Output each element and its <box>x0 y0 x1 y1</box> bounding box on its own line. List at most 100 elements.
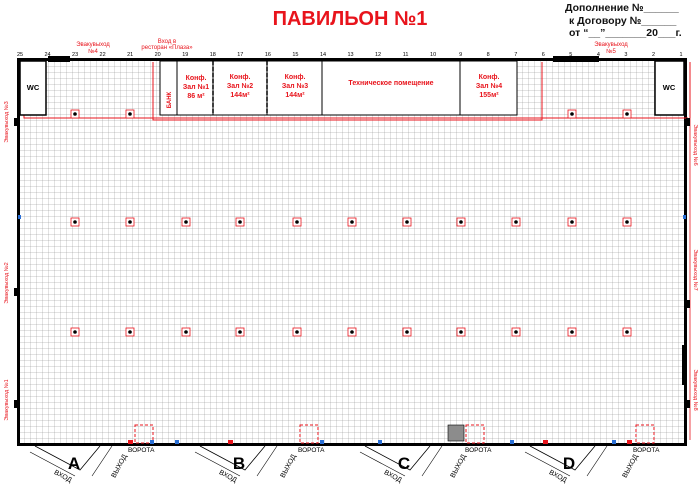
hall-dividers <box>212 61 268 115</box>
emergency-exit-2-label: Эвакувыход №2 <box>4 262 10 303</box>
emergency-exit-7-label: Эвакувыход №7 <box>692 249 698 290</box>
column-number: 5 <box>569 52 572 58</box>
emergency-exit-3-label: Эвакувыход №3 <box>4 101 10 142</box>
pillar-core <box>570 220 574 224</box>
contract-date: от “__”_______20___г. <box>569 27 682 39</box>
entrance-d-gate: ВОРОТА <box>633 447 660 454</box>
column-number: 7 <box>514 52 517 58</box>
column-number: 2 <box>652 52 655 58</box>
emergency-exit-1-label: Эвакувыход №1 <box>4 379 10 420</box>
entrance-b-exit: ВЫХОД <box>280 453 298 479</box>
hall-2-line2: Зал №2 <box>227 82 253 90</box>
pillar-core <box>184 220 188 224</box>
technical-room-label: Техническое помещение <box>348 80 433 87</box>
hall-2-area: 144м² <box>230 92 250 99</box>
hall-1-line1: Конф. <box>186 75 207 82</box>
contract-number: к Договору №______ <box>569 14 677 27</box>
column-number: 18 <box>210 52 216 58</box>
page-title: ПАВИЛЬОН №1 <box>272 8 428 30</box>
column-number: 10 <box>430 52 436 58</box>
column-number: 6 <box>542 52 545 58</box>
column-number: 21 <box>127 52 133 58</box>
pillar-core <box>128 220 132 224</box>
entrance-a-gate: ВОРОТА <box>128 447 155 454</box>
pillar-core <box>184 330 188 334</box>
column-number: 24 <box>44 52 50 58</box>
emergency-exit-4-label: Эвакувыход <box>76 42 110 48</box>
pillar-core <box>514 330 518 334</box>
entrance-b-gate: ВОРОТА <box>298 447 325 454</box>
emergency-exit-6-label: Эвакувыход №6 <box>692 124 698 165</box>
column-number: 22 <box>100 52 106 58</box>
pillars <box>70 109 632 337</box>
conference-hall-1 <box>176 60 214 116</box>
column-number: 1 <box>679 52 682 58</box>
emergency-exit-4-number: №4 <box>88 48 98 55</box>
wc-left-room <box>19 60 47 116</box>
pillar-core <box>73 330 77 334</box>
emergency-exit-5-label: Эвакувыход <box>594 42 628 48</box>
addendum-number: Дополнение №______ <box>565 2 679 14</box>
emergency-exit-8-label: Эвакувыход №8 <box>692 369 698 410</box>
bank-label: БАНК <box>167 91 173 108</box>
entrance-a <box>29 424 154 477</box>
wall-markers <box>18 215 686 444</box>
wc-right-label: WC <box>663 83 676 92</box>
entrance-c-gate: ВОРОТА <box>465 447 492 454</box>
column-number: 14 <box>320 52 326 58</box>
entrance-b <box>194 424 319 477</box>
entrance-a-exit: ВЫХОД <box>111 453 129 479</box>
hall-3-area: 144м² <box>285 92 305 99</box>
column-number: 16 <box>265 52 271 58</box>
entrance-a-letter: A <box>68 454 80 473</box>
technical-room <box>321 60 461 116</box>
column-number: 8 <box>487 52 490 58</box>
hall-4-line2: Зал №4 <box>476 82 502 90</box>
conference-hall-4 <box>459 60 518 116</box>
column-number: 12 <box>375 52 381 58</box>
entrance-c-exit: ВЫХОД <box>450 453 468 479</box>
pillar-core <box>350 220 354 224</box>
entrance-d-exit: ВЫХОД <box>622 453 640 479</box>
column-number: 13 <box>347 52 353 58</box>
wc-left-label: WC <box>27 83 40 92</box>
column-number: 19 <box>182 52 188 58</box>
column-number: 15 <box>292 52 298 58</box>
hall-3-line2: Зал №3 <box>282 82 308 90</box>
pillar-core <box>295 330 299 334</box>
conference-hall-3 <box>266 60 323 116</box>
pillar-core <box>459 330 463 334</box>
pillar-core <box>625 112 629 116</box>
pillar-core <box>238 220 242 224</box>
pillar-core <box>73 112 77 116</box>
pillar-core <box>128 330 132 334</box>
pillar-core <box>295 220 299 224</box>
pillar-core <box>625 220 629 224</box>
column-number: 20 <box>155 52 161 58</box>
pillar-core <box>514 220 518 224</box>
column-number: 17 <box>237 52 243 58</box>
pillar-core <box>405 220 409 224</box>
conference-hall-2 <box>212 60 268 116</box>
restaurant-entry-line1: Вход в <box>158 39 176 45</box>
pillar-core <box>459 220 463 224</box>
hall-3-line1: Конф. <box>285 74 306 81</box>
entrance-c <box>359 424 485 477</box>
column-number: 25 <box>17 52 23 58</box>
restaurant-entry-line2: ресторан «Плаза» <box>141 45 193 51</box>
hall-1-area: 86 м² <box>187 93 205 100</box>
pillar-core <box>570 112 574 116</box>
entrance-b-letter: B <box>233 454 245 473</box>
pillar-core <box>73 220 77 224</box>
pillar-core <box>625 330 629 334</box>
entrance-c-letter: C <box>398 454 410 473</box>
pillar-core <box>350 330 354 334</box>
hall-2-line1: Конф. <box>230 74 251 81</box>
pillar-core <box>238 330 242 334</box>
hall-1-line2: Зал №1 <box>183 83 209 91</box>
pillar-core <box>570 330 574 334</box>
entrance-d <box>524 424 655 477</box>
outer-walls <box>17 56 687 446</box>
column-number: 23 <box>72 52 78 58</box>
